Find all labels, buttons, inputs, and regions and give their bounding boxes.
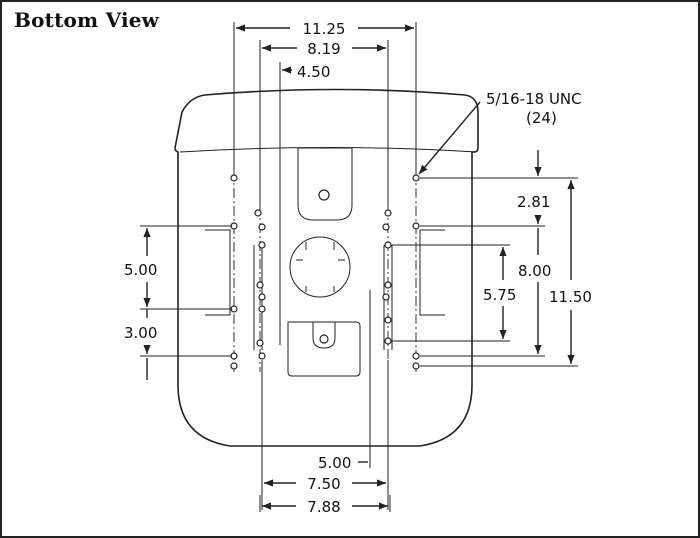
mount-hole [384, 337, 392, 345]
dim-label-right-outer: 11.50 [549, 288, 592, 306]
thread-spec-label: 5/16-18 UNC [486, 90, 582, 108]
mount-hole [258, 352, 266, 360]
dim-top-inner: 4.50 [279, 62, 330, 345]
right-side-rail [419, 229, 445, 316]
dim-bottom-inner: 5.00 [318, 290, 371, 472]
dim-top-middle: 8.19 [259, 40, 389, 205]
dim-right-inner: 5.75 [392, 244, 516, 342]
mount-hole [384, 316, 392, 324]
dim-left-upper: 5.00 [124, 225, 232, 310]
mount-hole [384, 209, 392, 217]
dim-label-right-middle: 8.00 [518, 262, 551, 280]
drawing-title: Bottom View [14, 8, 160, 32]
mount-hole [258, 293, 266, 301]
mount-hole [412, 362, 420, 370]
mount-hole [230, 174, 238, 182]
dim-right-middle: 8.00 [420, 228, 551, 357]
mount-hole [230, 362, 238, 370]
left-side-rail [205, 229, 231, 316]
mount-hole [254, 209, 262, 217]
seat-outline [174, 88, 479, 447]
dim-label-right-small: 2.81 [517, 193, 550, 211]
mount-hole [412, 222, 420, 230]
top-slot-cutout [297, 147, 353, 221]
bottom-cutout-notch [312, 322, 336, 349]
mount-hole [412, 352, 420, 360]
dim-label-top-middle: 8.19 [307, 40, 340, 58]
dim-label-left-lower: 3.00 [124, 324, 157, 342]
mount-hole [412, 174, 420, 182]
dim-left-lower: 3.00 [124, 309, 232, 380]
dim-label-left-upper: 5.00 [124, 261, 157, 279]
dim-label-bottom-outer: 7.88 [307, 498, 340, 516]
bottom-cutout-hole [319, 334, 329, 344]
dim-label-top-outer: 11.25 [303, 20, 346, 38]
dim-label-bottom-middle: 7.50 [307, 475, 340, 493]
dim-bottom-outer: 7.88 [259, 495, 391, 516]
mount-hole [382, 223, 390, 231]
dim-label-top-inner: 4.50 [297, 63, 330, 81]
mount-hole [258, 241, 266, 249]
dim-label-right-inner: 5.75 [483, 286, 516, 304]
mount-hole [384, 281, 392, 289]
thread-callout: 5/16-18 UNC (24) [418, 90, 582, 175]
mount-hole [382, 293, 390, 301]
mount-hole [258, 305, 266, 313]
top-slot-hole [318, 189, 330, 201]
mount-hole [384, 241, 392, 249]
dim-label-bottom-inner: 5.00 [318, 454, 351, 472]
center-round-cutout [289, 236, 351, 298]
mount-hole [258, 223, 266, 231]
dim-bottom-middle: 7.50 [261, 360, 389, 510]
dim-right-small: 2.81 [420, 150, 578, 227]
thread-count-label: (24) [526, 109, 557, 127]
mount-hole [256, 281, 264, 289]
center-cutout-notches [296, 242, 345, 292]
dim-top-outer: 11.25 [233, 20, 417, 170]
mount-hole [256, 339, 264, 347]
dim-right-outer: 11.50 [420, 180, 592, 367]
bottom-rect-cutout [287, 321, 361, 377]
mounting-holes [230, 174, 420, 370]
